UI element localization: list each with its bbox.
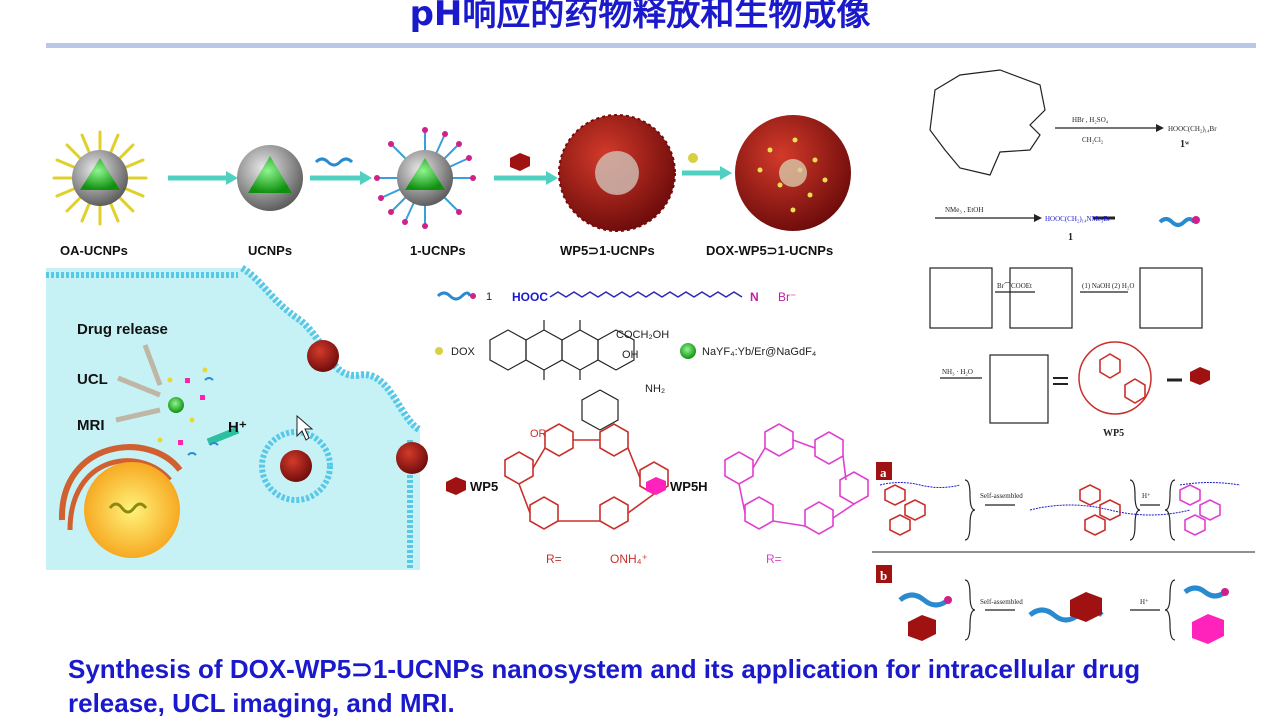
proton-label: H⁺: [228, 419, 247, 436]
stage-label-dox-wp5-1-ucnps: DOX-WP5⊃1-UCNPs: [706, 243, 833, 258]
legend-nanoparticle-icon: [680, 343, 696, 359]
wp5h-structure: [724, 423, 869, 535]
panel-a-label: a: [880, 465, 887, 480]
cell-label-ucl: UCL: [77, 371, 108, 388]
wp5-structure: [504, 423, 669, 530]
cell-label-drug-release: Drug release: [77, 321, 168, 338]
dox-wp5-1-ucnps-particle: [735, 115, 851, 231]
panel-b-self-assembled: Self-assembled: [980, 598, 1023, 606]
cell-illustration: [46, 264, 428, 570]
panel-a-self-assembled: Self-assembled: [980, 492, 1023, 500]
wp5-r-eq: R=: [546, 552, 562, 566]
panel-b-h-plus: H⁺: [1140, 598, 1149, 606]
scheme-wp5-label: WP5: [1103, 428, 1124, 439]
synthesis-figure: OA-UCNPs UCNPs 1-UCNPs: [46, 69, 1255, 644]
dox-coch2oh: COCH₂OH: [616, 329, 669, 341]
scheme-reagent-5: NH₃ · H₂O: [942, 368, 973, 376]
legend-bromide: Br⁻: [778, 290, 796, 304]
legend-wp5h: WP5H: [670, 479, 708, 494]
panel-b-label: b: [880, 568, 887, 583]
arrow-1: [168, 171, 238, 185]
wp5-onh4: ONH₄⁺: [610, 552, 648, 566]
scheme-reagent-3: Br⌒COOEt: [997, 282, 1032, 290]
dox-structure: [489, 320, 635, 431]
slide-title: pH响应的药物释放和生物成像: [409, 0, 871, 34]
wp5h-r-eq: R=: [766, 552, 782, 566]
dox-oh: OH: [622, 349, 639, 361]
scheme-label-1w: 1ʷ: [1180, 139, 1190, 150]
wp5-1-ucnps-particle: [558, 114, 676, 232]
title-underline: [46, 43, 1256, 48]
stage-label-1-ucnps: 1-UCNPs: [410, 243, 466, 258]
scheme-reagent-1: HBr , H₂SO₄: [1072, 116, 1109, 124]
panel-a-h-plus: H⁺: [1142, 492, 1151, 500]
arrow-2: [310, 171, 372, 185]
stage-label-ucnps: UCNPs: [248, 243, 292, 258]
1-ucnps-particle: [374, 127, 476, 229]
legend-nanoparticle: NaYF₄:Yb/Er@NaGdF₄: [702, 346, 817, 358]
scheme-reagent-4: (1) NaOH (2) H₂O: [1082, 282, 1134, 290]
legend-guest-formula: HOOC: [512, 290, 548, 304]
arrow-3: [494, 171, 558, 185]
scheme-product-1: HOOC(CH₂)₁₄Br: [1168, 125, 1217, 133]
scheme-solvent-1: CH₂Cl₂: [1082, 136, 1104, 144]
legend-wp5: WP5: [470, 479, 498, 494]
legend-wp5h-block: [646, 477, 666, 495]
cell-label-mri: MRI: [77, 417, 105, 434]
stage-label-wp5-1-ucnps: WP5⊃1-UCNPs: [560, 243, 655, 258]
stage-label-oa-ucnps: OA-UCNPs: [60, 243, 128, 258]
wp5-or-label: OR: [530, 428, 547, 440]
alkyl-chain: [549, 291, 743, 298]
legend-dox-dot: [435, 347, 443, 355]
legend-dox: DOX: [451, 346, 476, 358]
legend-guest-icon: [436, 291, 472, 301]
oa-ucnps-particle: [52, 130, 148, 226]
figure-caption: Synthesis of DOX-WP5⊃1-UCNPs nanosystem …: [68, 654, 1141, 718]
scheme-reagent-2: NMe₃ , EtOH: [945, 206, 983, 214]
dox-nh2: NH₂: [645, 383, 665, 395]
arrow-4: [682, 166, 732, 180]
dox-dot-icon: [688, 153, 698, 163]
legend-ammonium: N: [750, 290, 759, 304]
scheme-product-2: HOOC(CH₂)₁₄NMe₃Br: [1045, 215, 1111, 223]
ucnps-particle: [237, 145, 303, 211]
panel-a: [872, 462, 1255, 644]
legend-guest-number: 1: [486, 291, 492, 303]
wp5-block-icon: [510, 153, 530, 171]
scheme-panel: [929, 69, 1210, 424]
legend-wp5-block: [446, 477, 466, 495]
guest-molecule-icon: [314, 157, 354, 167]
scheme-label-2: 1: [1068, 232, 1073, 243]
